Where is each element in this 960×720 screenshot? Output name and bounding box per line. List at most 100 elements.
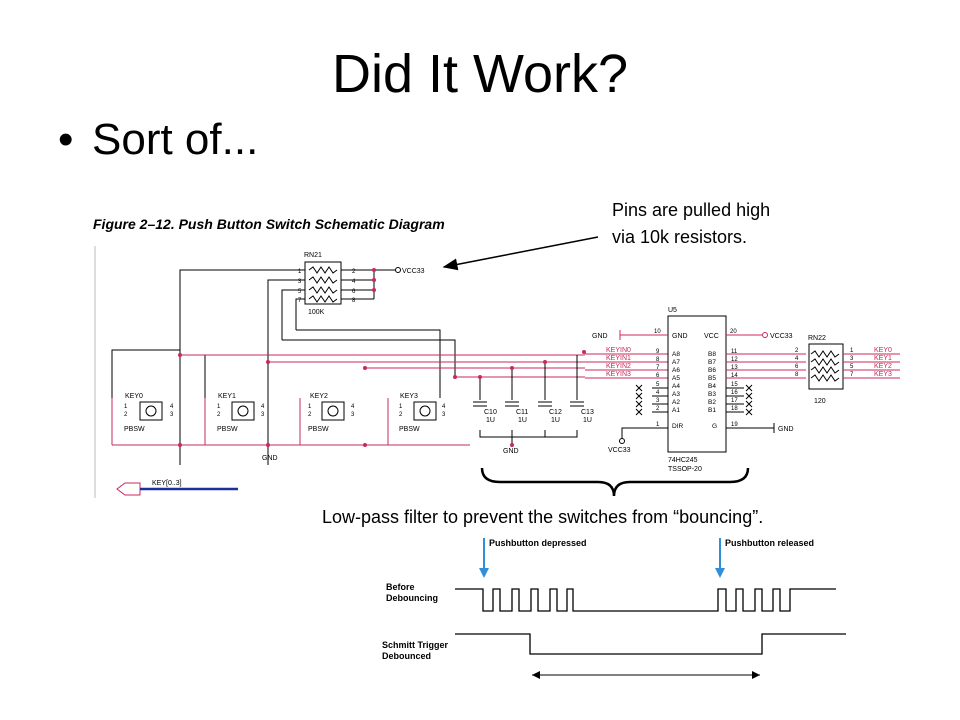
u5-pin-b6: B6: [708, 367, 716, 374]
u5-pin-a5: A5: [672, 375, 680, 382]
rn21-pin-1: 1: [298, 269, 302, 275]
key2-pin-2: 2: [308, 412, 312, 418]
u5-num-4: 4: [656, 390, 660, 396]
key3-pin-4: 4: [442, 404, 446, 410]
key0-type: PBSW: [124, 426, 145, 433]
rn22-resistor-2: [810, 366, 840, 374]
rn22-resistor-1: [810, 358, 840, 366]
u5-pin-dir: DIR: [672, 423, 684, 430]
key1-pin-4: 4: [261, 404, 265, 410]
rn22-resistor-0: [810, 350, 840, 358]
released-arrowhead: [715, 568, 725, 578]
keyin1-label: KEYIN1: [606, 355, 631, 362]
rn21-right-wires: [341, 269, 396, 300]
u5-b-out-wires: [726, 353, 806, 379]
c11-value: 1U: [518, 417, 527, 424]
key2-pin-1: 1: [308, 404, 312, 410]
u5-pin-a6: A6: [672, 367, 680, 374]
rn22-value: 120: [814, 398, 826, 405]
switch-bus-wires: [111, 354, 585, 446]
u5-vcc-pin-text: VCC: [704, 333, 719, 340]
wire-junction: [582, 350, 586, 354]
u5-package: TSSOP-20: [668, 466, 702, 473]
c10-value: 1U: [486, 417, 495, 424]
rn21-resistor-3: [308, 295, 338, 303]
pushbutton-depressed-label: Pushbutton depressed: [489, 538, 587, 548]
u5-num-6: 6: [656, 373, 660, 379]
rn22-resistor-network: RN22 2 4 6 8 1 3 5 7 120 KEY0 KEY1 KEY2 …: [795, 335, 900, 405]
wire-junction: [266, 360, 270, 364]
rn22-pin-4: 4: [795, 356, 799, 362]
key0-button: [145, 405, 157, 417]
u5-gnd-pin-num: 10: [654, 329, 661, 335]
bullet-item: •Sort of...: [58, 112, 258, 168]
u5-pin-a3: A3: [672, 391, 680, 398]
rn21-resistor-0: [308, 266, 338, 274]
duration-arrow-left: [532, 671, 540, 679]
rn22-out-wires: [843, 353, 900, 379]
rn22-pin-7: 7: [850, 372, 854, 378]
pullup-annotation: Pins are pulled high via 10k resistors.: [612, 197, 770, 251]
filter-annotation: Low-pass filter to prevent the switches …: [322, 507, 764, 527]
key1-button: [237, 405, 249, 417]
switch-gnd-label: GND: [262, 455, 278, 462]
c13-name: C13: [581, 409, 594, 416]
rn21-value: 100K: [308, 309, 325, 316]
u5-pin-b1: B1: [708, 407, 716, 414]
bouncing-signal-trace: [455, 588, 836, 612]
bus-label: KEY[0..3]: [152, 480, 182, 487]
key3-pin-1: 1: [399, 404, 403, 410]
c13-value: 1U: [583, 417, 592, 424]
u5-pin-a8: A8: [672, 351, 680, 358]
key2-pin-4: 4: [351, 404, 355, 410]
key1-pin-2: 2: [217, 412, 221, 418]
key0-out-label: KEY0: [874, 347, 892, 354]
key2-pin-3: 3: [351, 412, 355, 418]
rn21-pin-6: 6: [352, 289, 356, 295]
pushbutton-key1: KEY1 1 2 4 3 PBSW: [217, 393, 265, 433]
u5-unused-a-wires: [652, 387, 668, 413]
wire-junction: [266, 443, 270, 447]
before-debouncing-label-1: Before: [386, 582, 415, 592]
u5-vcc-pin-num: 20: [730, 329, 737, 335]
rn21-pin-8: 8: [352, 298, 356, 304]
rn21-resistor-network: RN21 1 3 5 7 2 4 6 8 100K VCC33: [298, 252, 425, 316]
vcc-terminal: [395, 267, 401, 273]
slide-title: Did It Work?: [331, 44, 629, 104]
u5-num-12: 12: [731, 357, 738, 363]
bullet-text: Sort of...: [92, 115, 259, 164]
rn21-pin-3: 3: [298, 279, 302, 285]
rn21-name: RN21: [304, 252, 322, 259]
u5-name: U5: [668, 307, 677, 314]
keyin3-label: KEYIN3: [606, 371, 631, 378]
rn21-pin-5: 5: [298, 289, 302, 295]
cap-junction: [510, 443, 514, 447]
u5-gnd-net: GND: [592, 333, 608, 340]
key0-pin-4: 4: [170, 404, 174, 410]
key1-pin-1: 1: [217, 404, 221, 410]
depressed-arrowhead: [479, 568, 489, 578]
key3-pin-3: 3: [442, 412, 446, 418]
key3-type: PBSW: [399, 426, 420, 433]
u5-dir-wire: [621, 427, 668, 438]
key3-name: KEY3: [400, 393, 418, 400]
rn21-pin-4: 4: [352, 279, 356, 285]
u5-part: 74HC245: [668, 457, 698, 464]
key1-pin-3: 3: [261, 412, 265, 418]
cap-junction: [543, 360, 547, 364]
c11-name: C11: [516, 409, 528, 416]
cap-junction: [478, 375, 482, 379]
filter-capacitors: C10 1U C11 1U C12 1U C13 1U GND: [473, 355, 594, 455]
u5-num-15: 15: [731, 382, 738, 388]
wire-junction: [363, 366, 367, 370]
u5-num-19: 19: [731, 422, 738, 428]
key2-name: KEY2: [310, 393, 328, 400]
u5-num-9: 9: [656, 349, 660, 355]
cap-gnd-label: GND: [503, 448, 519, 455]
rn22-pin-8: 8: [795, 372, 799, 378]
key3-pin-2: 2: [399, 412, 403, 418]
rn21-resistor-2: [308, 286, 338, 294]
u5-pin-g: G: [712, 423, 717, 430]
wire-junction: [178, 443, 182, 447]
